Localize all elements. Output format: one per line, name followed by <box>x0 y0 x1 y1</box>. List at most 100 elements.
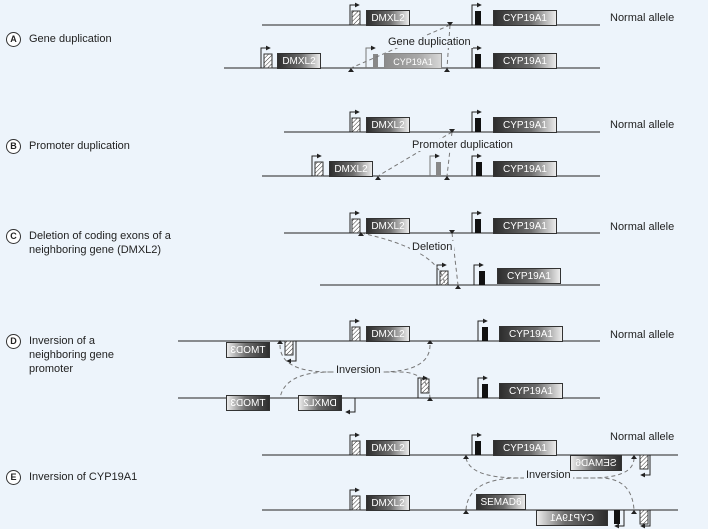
dmxl2-gene: DMXL2 <box>366 117 410 133</box>
tss-arrow-icon <box>429 153 440 176</box>
tss-arrow-icon <box>471 45 482 68</box>
cyp19a1-exon <box>475 54 481 68</box>
tss-arrow-icon <box>349 318 360 341</box>
cyp19a1-exon <box>476 162 482 176</box>
cyp19a1-exon-duplicate <box>436 162 441 176</box>
breakpoint-marker <box>447 22 453 26</box>
semad6-promoter <box>639 509 649 525</box>
cyp19a1-gene: CYP19A1 <box>493 117 557 133</box>
dmxl2-promoter <box>351 117 361 133</box>
tss-arrow-icon <box>345 398 356 415</box>
cyp19a1-exon-duplicate <box>373 54 378 68</box>
cyp19a1-exon <box>475 441 481 455</box>
cyp19a1-exon <box>475 219 481 233</box>
dmxl2-promoter <box>351 218 361 234</box>
breakpoint-marker <box>348 68 354 72</box>
breakpoint-marker <box>358 232 364 236</box>
breakpoint-marker <box>444 176 450 180</box>
panel-label-c: C Deletion of coding exons of a neighbor… <box>6 229 171 257</box>
event-label: Inversion <box>334 364 383 376</box>
event-label: Promoter duplication <box>410 139 515 151</box>
dmxl2-gene: DMXL2 <box>366 10 410 26</box>
cyp19a1-gene: CYP19A1 <box>493 53 557 69</box>
cyp19a1-gene-duplicate: CYP19A1 <box>384 53 442 69</box>
semad6-gene-inverted: SEMAD6 <box>476 494 526 510</box>
normal-allele-label: Normal allele <box>610 431 675 443</box>
tss-arrow-icon <box>311 153 322 176</box>
cyp19a1-gene: CYP19A1 <box>493 218 557 234</box>
panel-letter: E <box>6 470 21 485</box>
dmxl2-promoter <box>351 495 361 511</box>
dmxl2-promoter <box>351 10 361 26</box>
cyp19a1-exon <box>475 11 481 25</box>
inversion-dashed-line <box>465 457 635 511</box>
tss-arrow-icon <box>260 45 271 68</box>
tss-arrow-icon <box>349 432 360 455</box>
tss-arrow-icon <box>477 375 488 398</box>
normal-allele-label: Normal allele <box>610 12 675 24</box>
cyp19a1-exon <box>475 118 481 132</box>
breakpoint-marker <box>631 455 637 459</box>
panel-title: Gene duplication <box>29 33 112 45</box>
tmod3-gene: TMOD3 <box>226 395 270 411</box>
tss-arrow-icon <box>614 510 625 529</box>
panel-title: Inversion of a neighboring gene promoter <box>29 335 115 375</box>
dmxl2-gene: DMXL2 <box>366 495 410 511</box>
tss-arrow-icon <box>477 318 488 341</box>
breakpoint-marker <box>449 129 455 133</box>
dmxl2-gene: DMXL2 <box>366 440 410 456</box>
cyp19a1-gene: CYP19A1 <box>497 268 561 284</box>
cyp19a1-gene: CYP19A1 <box>493 161 557 177</box>
cyp19a1-gene: CYP19A1 <box>493 10 557 26</box>
panel-title: Promoter duplication <box>29 140 130 152</box>
tss-arrow-icon <box>471 2 482 25</box>
dmxl2-gene: DMXL2 <box>366 218 410 234</box>
tss-arrow-icon <box>349 487 360 510</box>
tss-arrow-icon <box>640 455 651 478</box>
dmxl2-gene: DMXL2 <box>277 53 321 69</box>
dmxl2-gene: DMXL2 <box>366 326 410 342</box>
event-label: Gene duplication <box>386 36 473 48</box>
breakpoint-marker <box>463 455 469 459</box>
dmxl2-promoter <box>263 53 273 69</box>
semad6-gene: SEMAD6 <box>570 455 622 471</box>
semad6-promoter <box>639 454 649 470</box>
breakpoint-marker <box>444 68 450 72</box>
tss-arrow-icon <box>640 510 651 529</box>
dmxl2-promoter <box>351 440 361 456</box>
normal-allele-label: Normal allele <box>610 221 675 233</box>
tss-arrow-icon <box>286 341 297 364</box>
tss-arrow-icon <box>349 109 360 132</box>
breakpoint-marker <box>449 230 455 234</box>
normal-allele-label: Normal allele <box>610 329 675 341</box>
inversion-dashed-line <box>279 344 431 399</box>
tmod3-promoter-inverted <box>420 378 430 394</box>
tmod3-promoter <box>284 340 294 356</box>
breakpoint-marker <box>375 176 381 180</box>
tss-arrow-icon <box>436 262 447 285</box>
tss-arrow-icon <box>417 375 428 398</box>
panel-letter: C <box>6 229 21 244</box>
panel-title: Deletion of coding exons of a neighborin… <box>29 230 171 256</box>
breakpoint-marker <box>277 340 283 344</box>
event-label: Deletion <box>410 241 455 253</box>
tss-arrow-icon <box>349 210 360 233</box>
panel-letter: D <box>6 334 21 349</box>
tmod3-gene: TMOD3 <box>226 342 270 358</box>
panel-label-b: B Promoter duplication <box>6 139 130 154</box>
breakpoint-marker <box>455 285 461 289</box>
cyp19a1-gene: CYP19A1 <box>493 440 557 456</box>
panel-letter: A <box>6 32 21 47</box>
cyp19a1-exon-inverted <box>614 510 620 524</box>
tss-arrow-icon <box>473 262 484 285</box>
cyp19a1-gene: CYP19A1 <box>499 326 563 342</box>
panel-label-d: D Inversion of a neighboring gene promot… <box>6 334 114 376</box>
dmxl2-promoter <box>439 270 449 286</box>
breakpoint-marker <box>631 510 637 514</box>
tss-arrow-icon <box>471 109 482 132</box>
breakpoint-marker <box>427 340 433 344</box>
dmxl2-promoter <box>314 161 324 177</box>
tss-arrow-icon <box>471 432 482 455</box>
breakpoint-marker <box>427 397 433 401</box>
